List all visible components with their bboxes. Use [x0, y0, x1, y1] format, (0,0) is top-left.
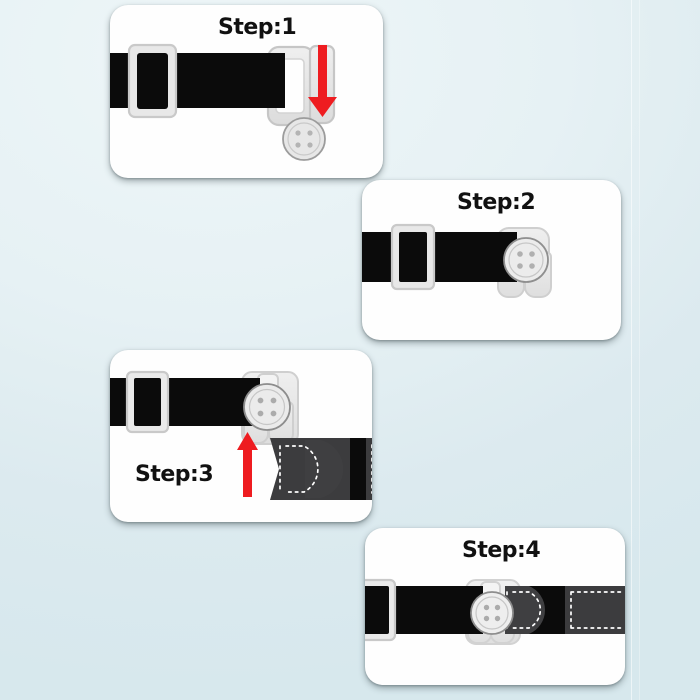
step-2-illustration	[362, 223, 552, 298]
step-3-illustration	[110, 370, 372, 500]
four-hole-button	[503, 237, 549, 283]
step-card-4: Step:4	[365, 528, 625, 685]
black-strap	[362, 232, 517, 282]
dark-leather-belt	[270, 438, 372, 500]
step-1-illustration	[110, 43, 337, 161]
step-4-title: Step:4	[462, 538, 541, 563]
step-1-title: Step:1	[218, 15, 297, 40]
dark-leather-belt	[505, 586, 625, 634]
step-4-illustration	[365, 578, 625, 645]
down-arrow-icon	[308, 45, 337, 117]
rectangular-slider-loop	[125, 370, 170, 434]
belt-panel-right	[565, 586, 625, 634]
rectangular-slider-loop	[365, 578, 397, 642]
step-2-title: Step:2	[457, 190, 536, 215]
four-hole-button	[470, 591, 514, 635]
rectangular-slider-loop	[390, 223, 436, 291]
belt-gap	[350, 438, 368, 500]
step-card-3: Step:3	[110, 350, 372, 522]
step-3-title: Step:3	[135, 462, 214, 487]
step-card-2: Step:2	[362, 180, 621, 340]
four-hole-button	[282, 117, 326, 161]
background-seam-line	[631, 0, 632, 700]
up-arrow-icon	[237, 432, 258, 497]
four-hole-button	[243, 383, 291, 431]
background-seam-line-secondary	[639, 0, 640, 700]
stitching	[279, 444, 372, 494]
step-card-1: Step:1	[110, 5, 383, 178]
belt-flap	[305, 440, 344, 498]
belt-panel-right	[366, 438, 372, 500]
rectangular-slider-loop	[127, 43, 178, 119]
